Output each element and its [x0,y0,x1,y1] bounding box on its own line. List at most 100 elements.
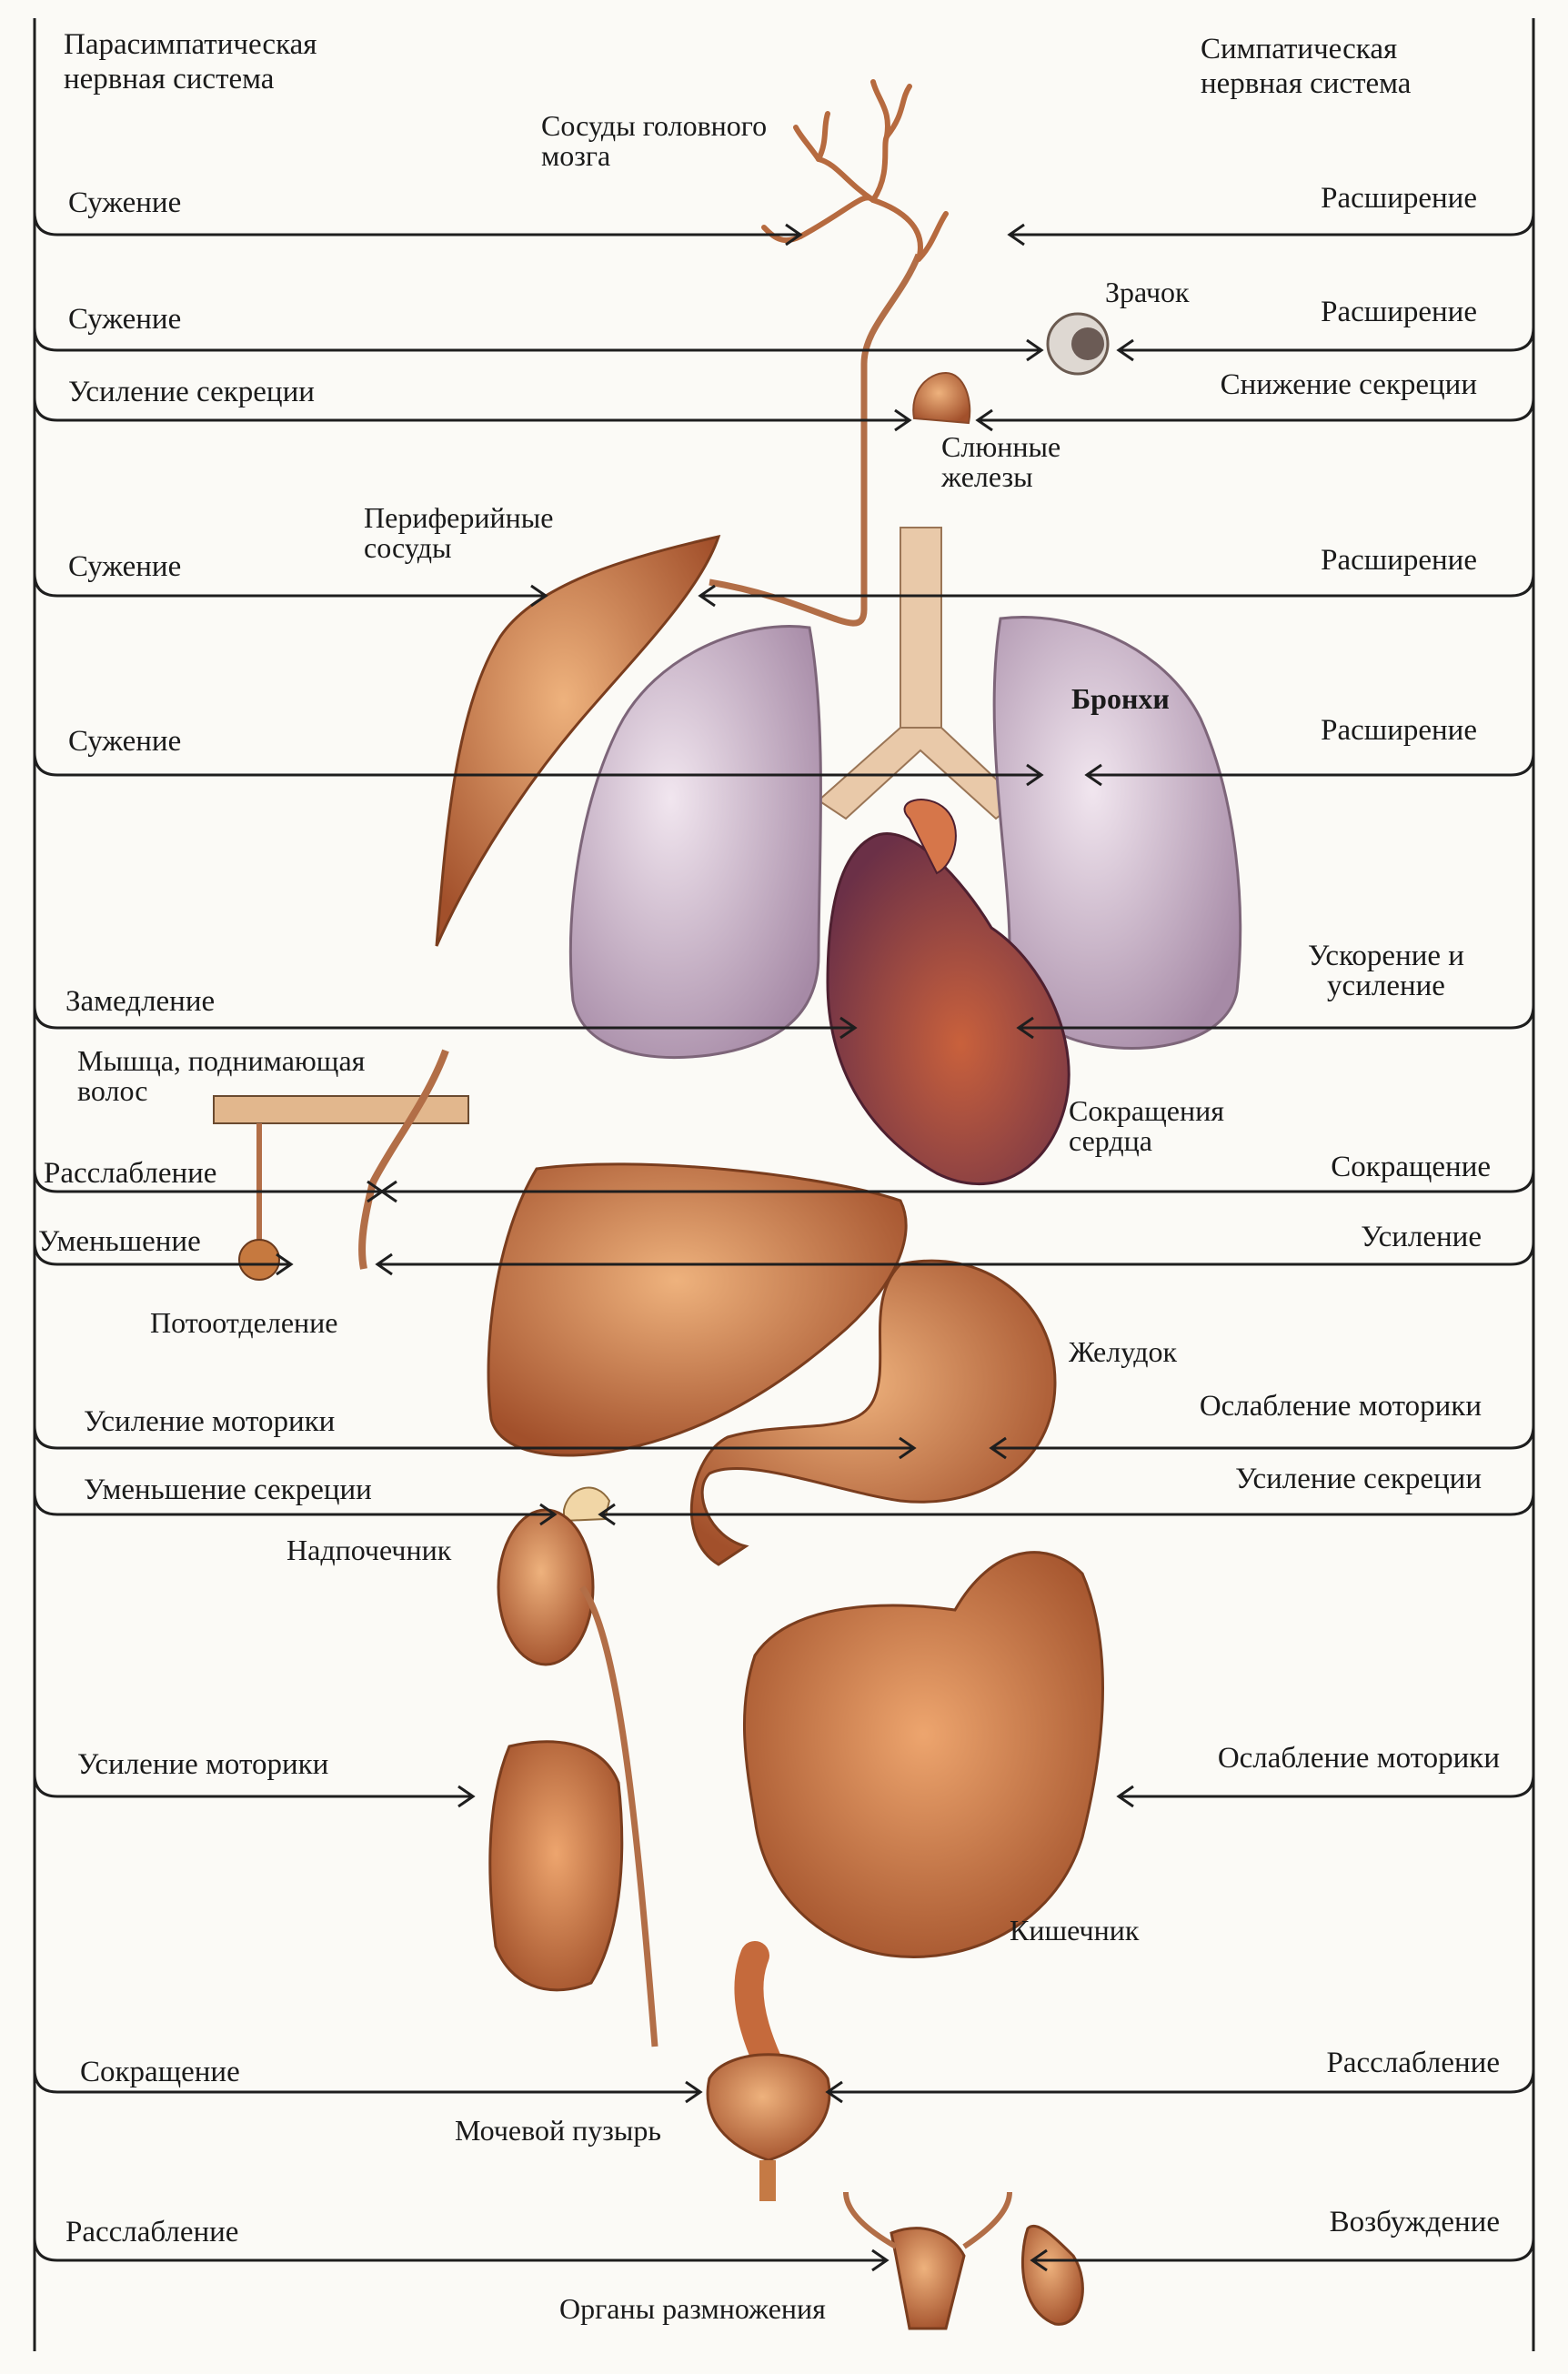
row-2-right-arrow [1116,338,1134,362]
salivary-label: Слюнные железы [941,430,1061,493]
row-5-right-line [1087,751,1535,777]
stomach-art [689,1259,1057,1566]
row-5-left-arrow [1026,763,1044,787]
sympathetic-header: Симпатическая нервная система [1201,33,1412,100]
row-1-left-line [33,211,800,236]
row-3-left-arrow [894,408,912,432]
row-6-left-arrow [839,1016,858,1040]
row-13-right-line [1032,2237,1535,2262]
row-6-right-label: Ускорение и усиление [1308,940,1464,1002]
row-12-left-arrow [685,2080,703,2104]
right-lung-art [992,616,1242,1050]
row-8-left-arrow [276,1252,294,1276]
row-4-left-arrow [530,584,548,608]
brain-vessels-art [761,79,949,262]
row-3-left-line [33,397,910,422]
nerve-trunk [709,253,922,627]
reproductive-label: Органы размножения [559,2292,826,2325]
intestine-label: Кишечник [1010,1914,1140,1946]
row-1-right-label: Расширение [1321,182,1477,215]
row-12-right-label: Расслабление [1326,2047,1500,2079]
row-3-right-arrow [975,408,993,432]
row-2-left-arrow [1026,338,1044,362]
row-7-right-label: Сокращение [1331,1151,1491,1183]
row-9-left-line [33,1424,914,1450]
row-4-left-label: Сужение [68,550,182,583]
row-5-left-label: Сужение [68,725,182,758]
hair-muscle-label: Мышца, поднимающая волос [77,1044,366,1107]
row-3-right-label: Снижение секреции [1220,368,1477,401]
row-1-left-arrow [785,223,803,246]
row-13-right-label: Возбуждение [1329,2206,1500,2238]
row-2-right-line [1119,327,1535,352]
hair-muscle-art [213,1049,469,1281]
row-7-left-line [33,1168,382,1193]
row-4-left-line [33,572,546,598]
liver-art [487,1162,908,1457]
row-7-right-arrow [379,1180,397,1203]
pupil-label: Зрачок [1105,276,1190,308]
row-11-right-arrow [1116,1785,1134,1808]
row-13-left-label: Расслабление [65,2216,239,2248]
row-8-left-line [33,1241,291,1266]
parasympathetic-header: Парасимпатическая нервная система [64,28,317,96]
row-7-right-line [382,1168,1535,1193]
row-2-right-label: Расширение [1321,296,1477,328]
row-11-right-line [1119,1773,1535,1798]
trachea-art [817,527,1020,820]
row-10-left-arrow [539,1503,558,1526]
row-6-right-arrow [1016,1016,1034,1040]
row-9-left-label: Усиление моторики [84,1405,336,1438]
heart-label: Сокращения сердца [1069,1094,1224,1157]
brain-vessels-label: Сосуды головного мозга [541,109,768,172]
colon-art [488,1740,624,1992]
row-13-left-arrow [871,2248,890,2272]
row-2-left-line [33,327,1041,352]
sweat-label: Потоотделение [150,1306,338,1339]
peripheral-vessels-label: Периферийные сосуды [364,501,554,564]
row-9-left-arrow [899,1436,917,1460]
bronchi-label: Бронхи [1071,682,1170,715]
row-4-right-arrow [698,584,716,608]
heart-art [826,832,1070,1186]
adrenal-label: Надпочечник [286,1534,452,1566]
row-10-right-label: Усиление секреции [1235,1463,1482,1495]
row-12-right-arrow [825,2080,843,2104]
row-9-right-label: Ослабление моторики [1199,1390,1482,1423]
row-11-left-label: Усиление моторики [77,1748,329,1781]
row-5-right-arrow [1084,763,1102,787]
row-8-right-label: Усиление [1361,1221,1482,1253]
row-4-right-label: Расширение [1321,544,1477,577]
row-10-right-line [600,1491,1535,1516]
row-9-right-line [991,1424,1535,1450]
row-4-right-line [700,572,1535,598]
row-8-right-line [377,1241,1535,1266]
row-7-left-label: Расслабление [44,1157,217,1190]
row-10-right-arrow [598,1503,616,1526]
row-6-left-label: Замедление [65,985,216,1018]
stomach-label: Желудок [1069,1335,1178,1368]
row-8-left-label: Уменьшение [38,1225,201,1258]
row-10-left-line [33,1491,555,1516]
bladder-label: Мочевой пузырь [455,2114,661,2147]
row-1-right-line [1010,211,1535,236]
row-5-left-line [33,751,1041,777]
row-9-right-arrow [989,1436,1007,1460]
row-5-right-label: Расширение [1321,714,1477,747]
row-connectors [33,211,1535,2272]
row-12-left-line [33,2068,700,2094]
row-6-left-line [33,1004,855,1030]
row-11-left-line [33,1773,473,1798]
row-12-right-line [828,2068,1535,2094]
row-3-right-line [978,397,1535,422]
row-1-left-label: Сужение [68,186,182,219]
reproductive-art [843,2191,1084,2330]
bladder-art [706,2053,831,2162]
row-1-right-arrow [1007,223,1025,246]
intestine-art [742,1551,1104,1958]
salivary-gland-art [912,371,971,425]
row-8-right-arrow [375,1252,393,1276]
row-3-left-label: Усиление секреции [68,376,315,408]
row-13-right-arrow [1030,2248,1048,2272]
